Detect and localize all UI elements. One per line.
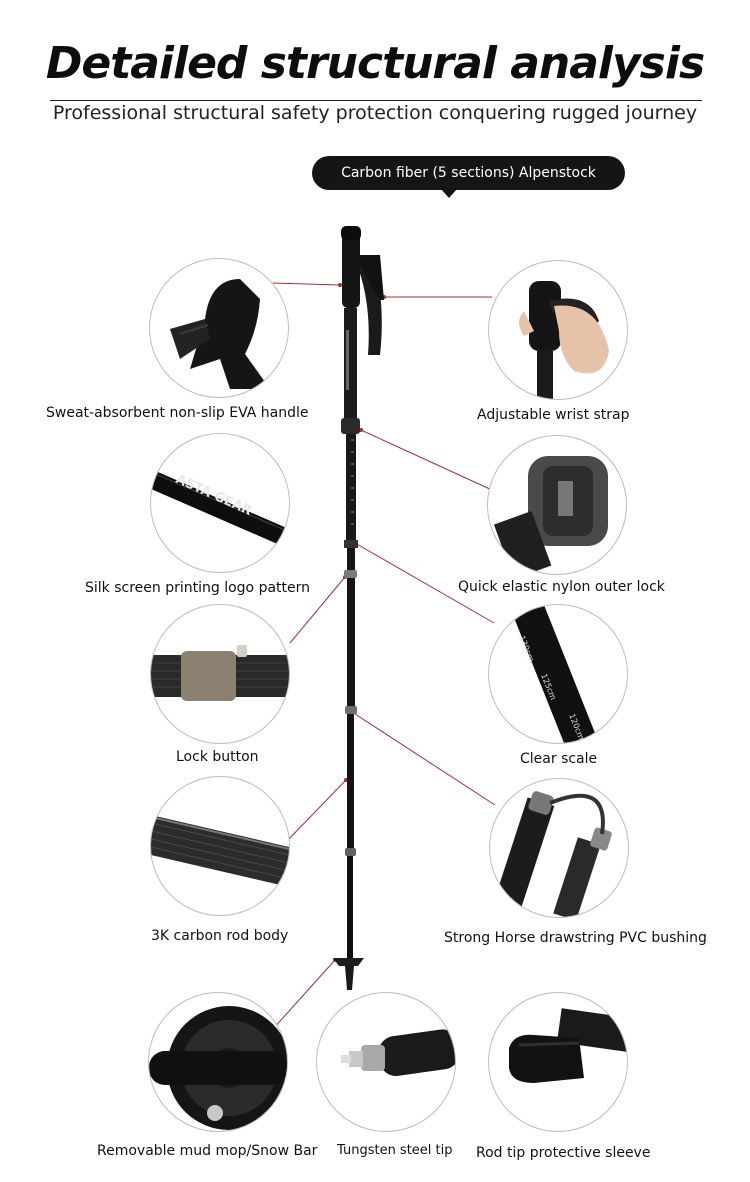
product-name-tag: Carbon fiber (5 sections) Alpenstock (312, 156, 625, 190)
carbon-body-detail-image (150, 776, 290, 916)
bushing-detail-image (489, 778, 629, 918)
bushing-label: Strong Horse drawstring PVC bushing (444, 930, 707, 946)
page-subtitle: Professional structural safety protectio… (52, 102, 698, 124)
tungsten-tip-detail-image (316, 992, 456, 1132)
protective-sleeve-label: Rod tip protective sleeve (476, 1145, 651, 1161)
outer-lock-detail-image (487, 435, 627, 575)
title-divider (50, 100, 702, 101)
lock-button-label: Lock button (176, 749, 259, 765)
product-name-tag-pointer (441, 189, 457, 198)
logo-label: Silk screen printing logo pattern (85, 580, 311, 596)
handle-label: Sweat-absorbent non-slip EVA handle (46, 405, 309, 421)
outer-lock-label: Quick elastic nylon outer lock (458, 579, 665, 595)
tungsten-tip-label: Tungsten steel tip (337, 1143, 453, 1158)
lock-button-detail-image (150, 604, 290, 744)
mud-mop-detail-image (148, 992, 288, 1132)
protective-sleeve-detail-image (488, 992, 628, 1132)
mud-mop-label: Removable mud mop/Snow Bar (97, 1143, 318, 1159)
carbon-body-label: 3K carbon rod body (151, 928, 289, 944)
page-title: Detailed structural analysis (45, 38, 705, 89)
wrist-strap-detail-image (488, 260, 628, 400)
callout-dots (333, 283, 386, 962)
logo-detail-image: ASTA GEAR (150, 433, 290, 573)
scale-label: Clear scale (520, 751, 598, 767)
callout-lines (271, 282, 496, 1031)
wrist-strap-label: Adjustable wrist strap (477, 407, 630, 423)
handle-detail-image (149, 258, 289, 398)
scale-detail-image: 130cm 125cm 120cm (488, 604, 628, 744)
